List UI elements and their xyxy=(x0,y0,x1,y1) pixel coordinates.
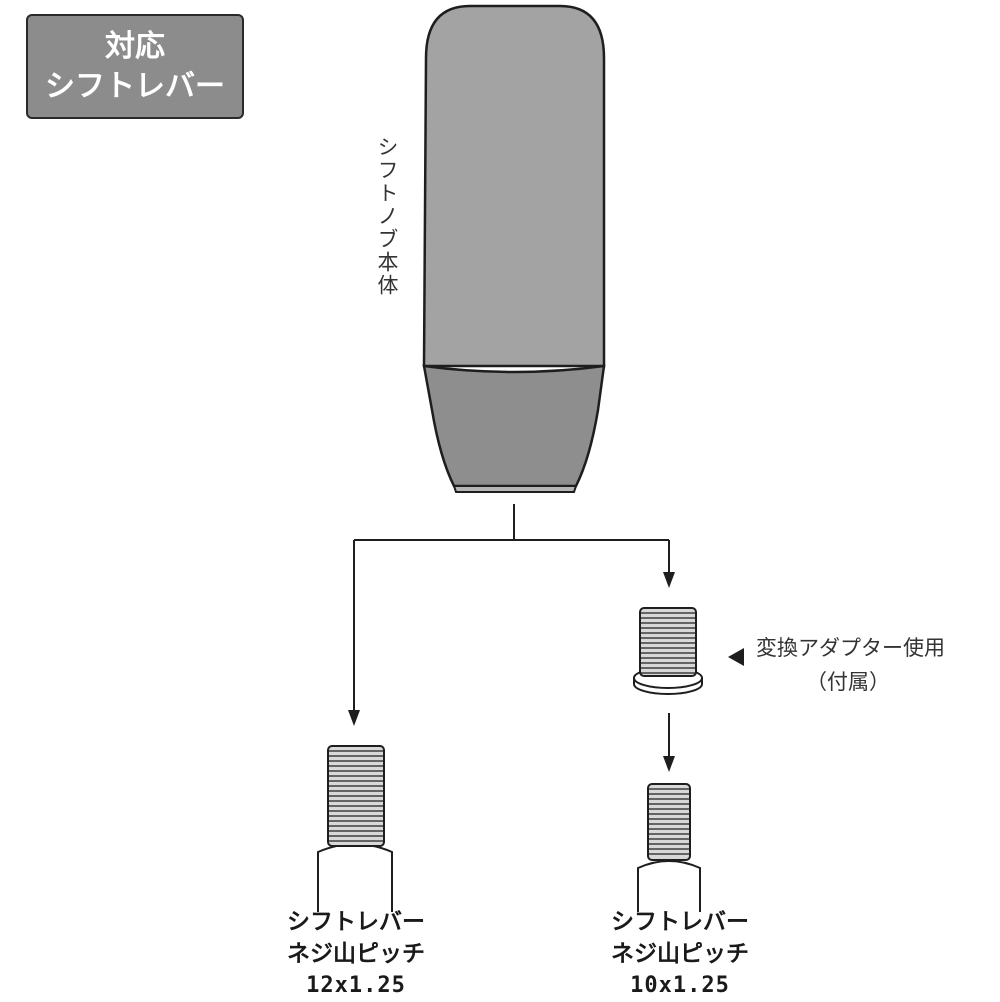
thread-body xyxy=(639,607,697,677)
lever-spec-pitch: 10x1.25 xyxy=(630,973,730,998)
badge-line-2: シフトレバー xyxy=(45,68,225,104)
lever-threads-right xyxy=(647,783,691,861)
shift-knob-base-ring xyxy=(452,485,578,493)
lever-threads-left xyxy=(327,745,385,847)
shift-knob-collar xyxy=(422,364,606,488)
lever-spec-title: シフトレバー xyxy=(287,909,425,935)
adapter-label: 変換アダプター使用 xyxy=(756,636,945,660)
badge-line-1: 対応 xyxy=(105,28,165,64)
lever-spec-pitch: 12x1.25 xyxy=(306,973,406,998)
compatibility-badge: 対応 シフトレバー xyxy=(26,14,244,119)
shift-lever-left xyxy=(317,745,393,912)
lever-spec-12: シフトレバー ネジ山ピッチ 12x1.25 xyxy=(256,906,456,1002)
lever-spec-subtitle: ネジ山ピッチ xyxy=(611,941,749,967)
shift-lever-right xyxy=(637,783,701,912)
knob-label: シフトノブ本体 xyxy=(375,136,399,297)
lever-spec-subtitle: ネジ山ピッチ xyxy=(287,941,425,967)
shift-knob xyxy=(422,4,606,493)
lever-spec-10: シフトレバー ネジ山ピッチ 10x1.25 xyxy=(580,906,780,1002)
lever-shaft-left xyxy=(317,843,393,912)
arrow-head-right-lever xyxy=(663,756,675,772)
lever-shaft-right xyxy=(637,860,701,912)
shift-knob-body xyxy=(422,4,606,368)
flow-lines xyxy=(353,504,670,758)
adapter-icon xyxy=(633,607,703,695)
thread-body xyxy=(647,783,691,861)
adapter-threads xyxy=(639,607,697,677)
arrow-head-left-lever xyxy=(348,710,360,726)
lever-spec-title: シフトレバー xyxy=(611,909,749,935)
arrow-head-adapter xyxy=(663,572,675,588)
adapter-sublabel: （付属） xyxy=(806,670,890,694)
pointer-triangle-icon xyxy=(728,648,744,666)
